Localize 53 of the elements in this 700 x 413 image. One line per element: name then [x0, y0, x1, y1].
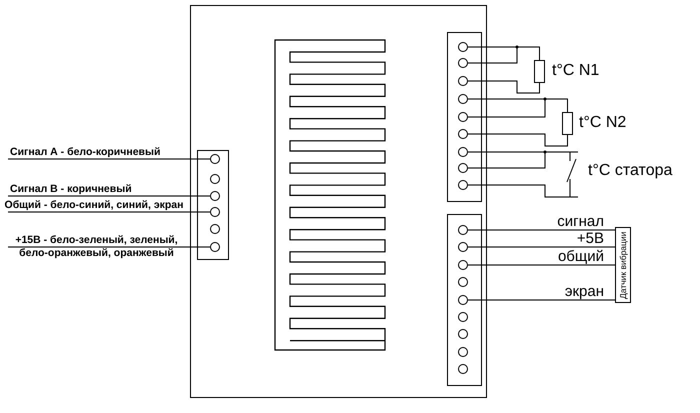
terminal — [458, 225, 468, 235]
terminal — [458, 364, 468, 374]
wire — [468, 46, 540, 64]
terminal — [210, 191, 220, 201]
terminal — [458, 347, 468, 357]
terminal — [210, 224, 220, 234]
wire — [468, 184, 578, 198]
wire-label: +15В - бело-зеленый, зеленый, бело-оранжевый, оранжевый — [14, 234, 179, 260]
wire — [8, 158, 210, 160]
wire-label: +5В — [576, 232, 605, 246]
wire-label: Сигнал В - коричневый — [10, 183, 132, 196]
component-label: t°C статора — [588, 162, 672, 180]
terminal — [458, 58, 468, 68]
terminal — [458, 277, 468, 287]
terminal — [458, 129, 468, 139]
wire — [468, 152, 578, 168]
component-label: t°C N2 — [579, 114, 626, 132]
terminal-block — [447, 214, 482, 386]
wire-label: Сигнал А - бело-коричневый — [10, 146, 160, 159]
terminal — [458, 260, 468, 270]
component-label: t°C N1 — [552, 62, 600, 80]
terminal — [458, 312, 468, 322]
wire — [468, 80, 540, 94]
terminal — [458, 76, 468, 86]
wire-label: экран — [564, 285, 605, 299]
wire-label: сигнал — [556, 215, 605, 229]
device-housing — [190, 5, 487, 398]
resistor-symbol — [562, 112, 573, 135]
terminal — [458, 329, 468, 339]
wire — [8, 246, 210, 248]
wire — [468, 246, 616, 248]
sensor-box — [615, 227, 631, 303]
terminal-block — [447, 32, 482, 202]
wire-label: Общий - бело-синий, синий, экран — [4, 199, 184, 212]
terminal — [458, 242, 468, 252]
terminal — [458, 180, 468, 190]
terminal — [210, 174, 220, 184]
terminal — [458, 94, 468, 104]
terminal — [458, 42, 468, 52]
terminal — [458, 163, 468, 173]
sensor-label: Датчик вибрации — [617, 230, 629, 301]
terminal-block — [197, 150, 229, 260]
terminal — [210, 154, 220, 164]
terminal — [210, 242, 220, 252]
terminal — [458, 295, 468, 305]
wire — [468, 98, 568, 118]
wire-label: общий — [556, 250, 605, 264]
terminal — [458, 147, 468, 157]
resistor-symbol — [534, 60, 545, 83]
terminal — [210, 207, 220, 217]
wire — [468, 264, 616, 266]
wire — [468, 134, 568, 146]
terminal — [458, 112, 468, 122]
